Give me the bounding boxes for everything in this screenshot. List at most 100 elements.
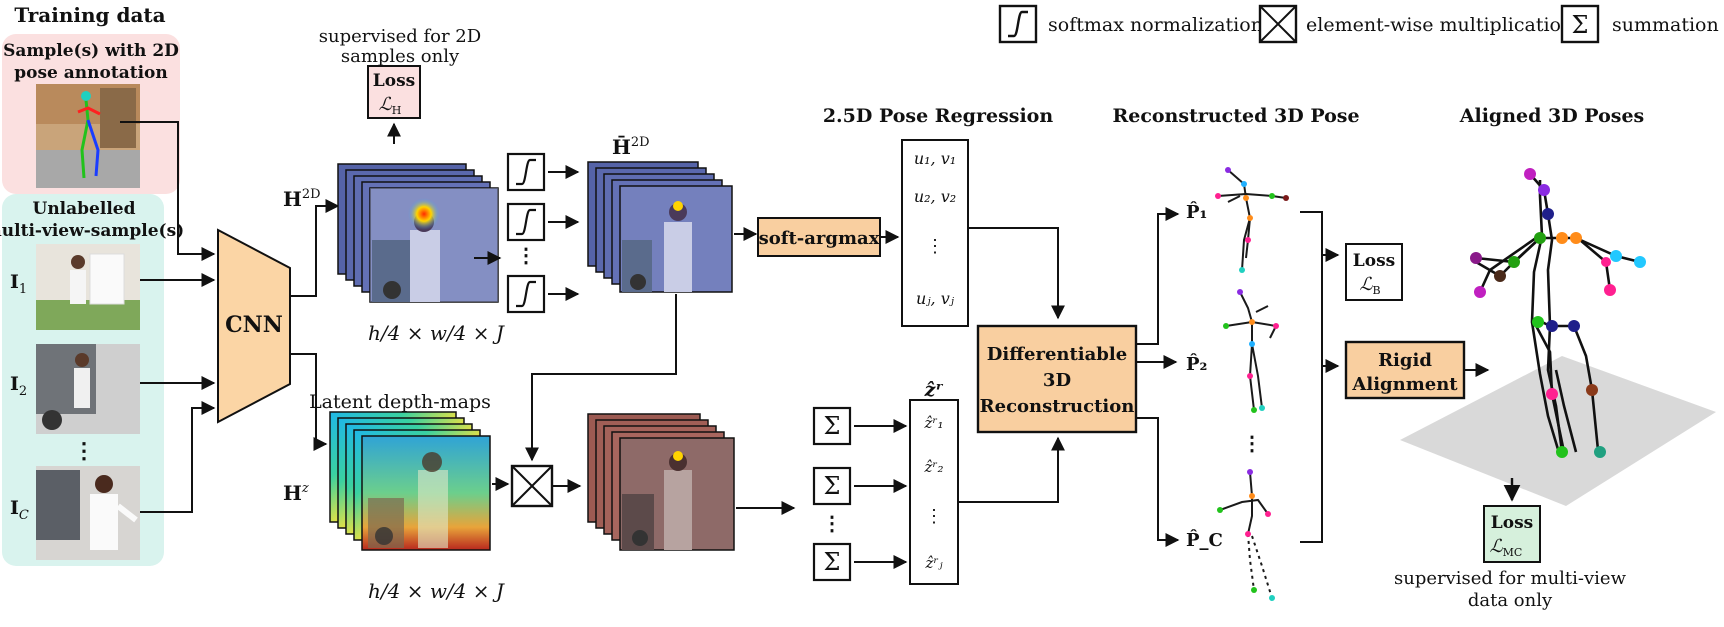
svg-text:Σ: Σ [824, 472, 841, 500]
loss-mc-note-line2: data only [1468, 590, 1553, 611]
legend-softmax-label: softmax normalization [1048, 14, 1263, 36]
heatmaps-2d: H2D supervised for 2D samples only Loss … [283, 26, 505, 345]
cnn-block: CNN [217, 228, 291, 424]
supervised-2d-line2: samples only [341, 46, 460, 67]
softmax-icon-3 [506, 274, 546, 314]
pose-label-1: P̂₁ [1186, 201, 1207, 223]
svg-text:I2: I2 [10, 373, 27, 399]
weighted-depth-maps [587, 413, 735, 551]
softmax-column: ⋮ [506, 152, 580, 314]
hbar-label: H̄ [612, 134, 631, 159]
supervised-2d-line1: supervised for 2D [319, 26, 481, 47]
svg-text:Loss: Loss [1491, 513, 1533, 533]
cnn-label: CNN [225, 312, 283, 338]
pose25d-row4: uⱼ, vⱼ [916, 289, 955, 308]
bracket-lines [1300, 211, 1340, 543]
h2d-dims: h/4 × w/4 × J [368, 321, 505, 345]
sum-icon-2: Σ [812, 466, 852, 506]
latent-title: Latent depth-maps [309, 391, 491, 413]
skeleton-1 [1217, 169, 1287, 271]
svg-text:ℒB: ℒB [1359, 274, 1380, 297]
svg-text:ℒMC: ℒMC [1490, 536, 1523, 559]
labelled-title-line1: Sample(s) with 2D [3, 41, 179, 61]
heatmap-stack-2d [337, 163, 499, 303]
hz-dims: h/4 × w/4 × J [368, 579, 505, 603]
svg-text:⋮: ⋮ [822, 511, 842, 535]
pose-to-recon-arrow [968, 227, 1065, 320]
unlabelled-title-line1: Unlabelled [33, 199, 136, 219]
labelled-sample-image [36, 84, 140, 188]
svg-text:Σ: Σ [824, 548, 841, 576]
reconstruction-box: Differentiable 3D Reconstruction [976, 324, 1138, 434]
reconstructed-poses: Reconstructed 3D Pose P̂₁ P̂₂ P̂_C [1112, 105, 1360, 601]
latent-depth-maps: Latent depth-maps Hz h/4 × w/4 × J [283, 391, 505, 603]
view-image-1 [36, 244, 140, 330]
recon-line3: Reconstruction [980, 396, 1135, 417]
sum-icon-3: Σ [812, 542, 852, 582]
aligned-poses: Aligned 3D Poses [1394, 105, 1716, 611]
loss-mc-box: Loss ℒMC [1483, 505, 1541, 563]
h2d-label: H [283, 187, 302, 211]
view-label-2: I2 [10, 373, 27, 399]
view-image-2 [36, 344, 140, 434]
legend: softmax normalization element-wise multi… [998, 4, 1719, 44]
softmax-icon-1 [506, 152, 546, 192]
softmax-icon-2 [506, 202, 546, 242]
pose25d-row1: u₁, v₁ [914, 149, 956, 168]
unlabelled-title-line2: multi-view-sample(s) [0, 221, 184, 241]
depth-row1: ẑʳ₁ [923, 414, 943, 432]
depth-vector-label: ẑʳ [924, 379, 944, 401]
loss-h-box: Loss ℒH [367, 65, 421, 119]
pose25d-row2: u₂, v₂ [914, 187, 956, 206]
hbar-to-multiply-arrow [525, 294, 677, 462]
view-label-c: IC [10, 497, 29, 523]
recon-output-arrows [1136, 207, 1180, 547]
sum-icon-1: Σ [812, 406, 852, 446]
svg-text:Loss: Loss [373, 71, 415, 91]
pose25d-title: 2.5D Pose Regression [823, 105, 1054, 127]
view-image-c [36, 466, 140, 560]
depth-row2: ẑʳ₂ [923, 458, 943, 476]
loss-mc-note-line1: supervised for multi-view [1394, 568, 1627, 589]
hz-label: H [283, 481, 302, 505]
svg-text:⋮: ⋮ [1242, 431, 1262, 455]
skeleton-c [1219, 471, 1273, 599]
pose-25d: 2.5D Pose Regression u₁, v₁ u₂, v₂ ⋮ uⱼ,… [823, 105, 1054, 327]
sum-icon [1560, 4, 1600, 44]
depth-row4: ẑʳⱼ [924, 554, 942, 572]
soft-argmax-label: soft-argmax [759, 228, 880, 249]
svg-text:Σ: Σ [824, 412, 841, 440]
normalized-heatmaps: H̄2D [587, 134, 733, 293]
svg-text:I1: I1 [10, 271, 27, 297]
input-arrows [120, 121, 216, 513]
legend-sum-label: summation [1612, 14, 1719, 36]
svg-text:⋮: ⋮ [516, 243, 536, 267]
cnn-output-arrows [290, 199, 340, 451]
depth-vector: ẑʳ ẑʳ₁ ẑʳ₂ ⋮ ẑʳⱼ [909, 379, 959, 585]
view-label-1: I1 [10, 271, 27, 297]
alignment-line1: Rigid [1378, 350, 1432, 371]
training-title: Training data [14, 3, 165, 27]
legend-multiply-label: element-wise multiplication [1306, 14, 1573, 36]
svg-text:Σ: Σ [1572, 11, 1589, 39]
rigid-alignment-box: Rigid Alignment [1344, 340, 1466, 400]
training-data: Training data Sample(s) with 2D pose ann… [0, 3, 184, 566]
recon-line2: 3D [1043, 370, 1071, 391]
pose-label-2: P̂₂ [1186, 353, 1207, 375]
depth-to-recon-arrow [958, 436, 1065, 503]
depth-row3: ⋮ [925, 506, 943, 527]
alignment-line2: Alignment [1351, 374, 1458, 395]
recon-title: Reconstructed 3D Pose [1112, 105, 1359, 127]
summation-column: Σ Σ ⋮ Σ [812, 406, 908, 582]
svg-text:H̄2D: H̄2D [612, 134, 650, 159]
soft-argmax-box: soft-argmax [757, 217, 881, 257]
svg-text:H2D: H2D [283, 187, 321, 211]
svg-text:⋮: ⋮ [73, 438, 95, 464]
multiply-node [510, 464, 554, 508]
svg-text:Loss: Loss [1353, 251, 1395, 271]
svg-text:ℒH: ℒH [379, 94, 402, 117]
pose25d-row3: ⋮ [926, 236, 944, 257]
loss-b-box: Loss ℒB [1345, 243, 1403, 301]
skeleton-2 [1225, 291, 1278, 411]
svg-text:Hz: Hz [283, 481, 309, 505]
